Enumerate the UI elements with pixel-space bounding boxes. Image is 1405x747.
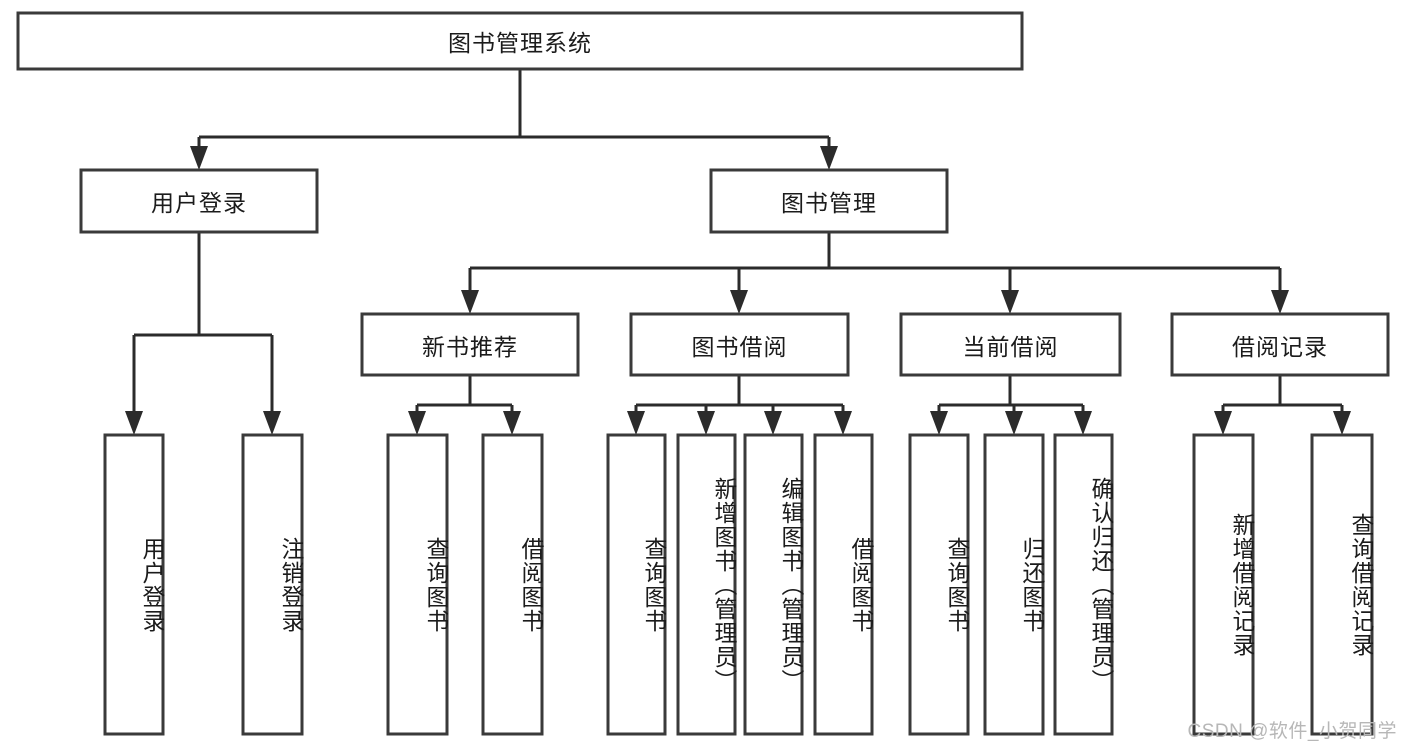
arrow-head-icon (930, 411, 948, 435)
arrow-head-icon (1214, 411, 1232, 435)
node-leaf-5[interactable] (676, 433, 737, 736)
arrow-head-icon (503, 411, 521, 435)
arrow-head-icon (1074, 411, 1092, 435)
arrow-head-icon (834, 411, 852, 435)
node-level2-0[interactable] (79, 168, 319, 234)
node-leaf-12[interactable] (1310, 433, 1374, 736)
node-leaf-7[interactable] (813, 433, 874, 736)
arrow-head-icon (730, 290, 748, 314)
node-leaf-1[interactable] (241, 433, 304, 736)
arrow-head-icon (820, 146, 838, 170)
node-level3-3[interactable] (1170, 312, 1390, 377)
node-leaf-6[interactable] (743, 433, 804, 736)
node-level3-0[interactable] (360, 312, 580, 377)
arrow-head-layer (125, 146, 1351, 435)
arrow-head-icon (263, 411, 281, 435)
arrow-head-icon (1005, 411, 1023, 435)
csdn-watermark: CSDN @软件_小贺同学 (1187, 721, 1397, 742)
node-box-layer (16, 11, 1390, 736)
node-leaf-8[interactable] (908, 433, 970, 736)
arrow-head-icon (627, 411, 645, 435)
arrow-head-icon (697, 411, 715, 435)
node-leaf-2[interactable] (386, 433, 449, 736)
node-level2-1[interactable] (709, 168, 949, 234)
node-leaf-3[interactable] (481, 433, 544, 736)
node-leaf-11[interactable] (1192, 433, 1255, 736)
arrow-head-icon (190, 146, 208, 170)
arrow-head-icon (408, 411, 426, 435)
arrow-head-icon (461, 290, 479, 314)
arrow-head-icon (1333, 411, 1351, 435)
arrow-head-icon (764, 411, 782, 435)
arrow-head-icon (1271, 290, 1289, 314)
node-leaf-10[interactable] (1053, 433, 1114, 736)
node-leaf-9[interactable] (983, 433, 1045, 736)
node-root[interactable] (16, 11, 1024, 71)
node-level3-2[interactable] (899, 312, 1122, 377)
node-level3-1[interactable] (629, 312, 850, 377)
arrow-head-icon (1001, 290, 1019, 314)
arrow-head-icon (125, 411, 143, 435)
node-leaf-4[interactable] (606, 433, 667, 736)
node-leaf-0[interactable] (103, 433, 165, 736)
